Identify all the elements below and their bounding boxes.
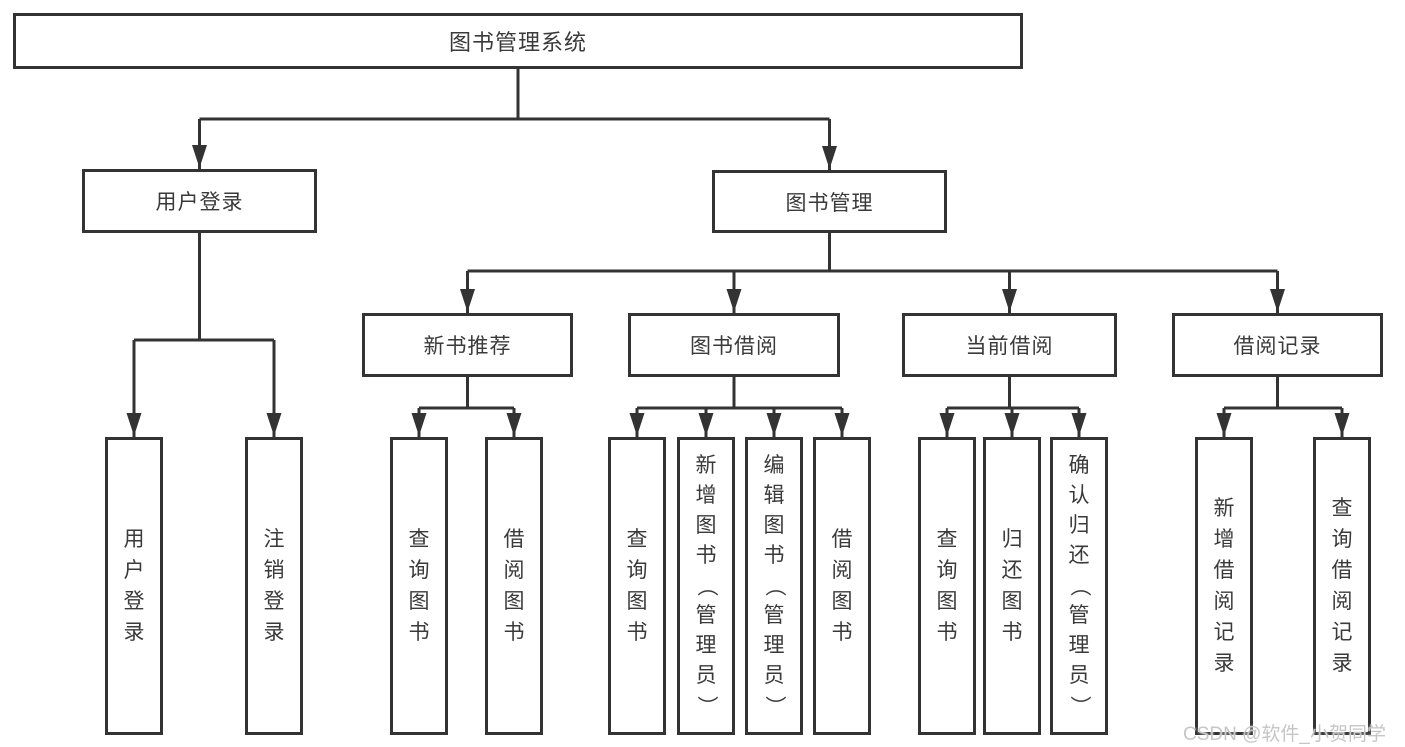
node-new-books: 新书推荐 [362, 313, 573, 377]
node-book-mgmt-label: 图书管理 [785, 191, 874, 215]
leaf-current-query-label: 查询图书 [936, 528, 958, 644]
leaf-borrow-borrow-label: 借阅图书 [831, 528, 853, 644]
leaf-borrow-edit-admin: 编辑图书（管理员） [745, 437, 803, 735]
node-root: 图书管理系统 [13, 13, 1023, 69]
leaf-logout-login-label: 注销登录 [263, 528, 285, 644]
leaf-borrow-query-label: 查询图书 [626, 528, 648, 644]
node-borrow-records: 借阅记录 [1172, 313, 1383, 377]
leaf-records-query-label: 查询借阅记录 [1331, 497, 1353, 675]
leaf-borrow-borrow: 借阅图书 [813, 437, 871, 735]
leaf-newbooks-borrow-label: 借阅图书 [503, 528, 525, 644]
leaf-user-login: 用户登录 [105, 437, 163, 735]
leaf-newbooks-query-label: 查询图书 [408, 528, 430, 644]
leaf-borrow-add-admin: 新增图书（管理员） [677, 437, 735, 735]
leaf-borrow-add-admin-label: 新增图书（管理员） [695, 454, 718, 717]
node-book-borrow-label: 图书借阅 [690, 335, 778, 358]
leaf-current-return: 归还图书 [983, 437, 1041, 735]
leaf-current-query: 查询图书 [918, 437, 976, 735]
leaf-current-return-label: 归还图书 [1001, 528, 1023, 644]
leaf-newbooks-query: 查询图书 [390, 437, 448, 735]
watermark: CSDN @软件_小贺同学 [1183, 724, 1386, 745]
leaf-records-add: 新增借阅记录 [1195, 437, 1253, 735]
leaf-records-query: 查询借阅记录 [1313, 437, 1371, 735]
leaf-current-confirm-admin-label: 确认归还（管理员） [1068, 454, 1091, 717]
leaf-borrow-query: 查询图书 [608, 437, 666, 735]
leaf-current-confirm-admin: 确认归还（管理员） [1050, 437, 1108, 735]
node-root-label: 图书管理系统 [448, 30, 587, 55]
node-current-borrow-label: 当前借阅 [965, 335, 1054, 358]
node-user-login-label: 用户登录 [155, 191, 244, 214]
node-current-borrow: 当前借阅 [902, 313, 1117, 377]
node-borrow-records-label: 借阅记录 [1233, 335, 1322, 358]
leaf-borrow-edit-admin-label: 编辑图书（管理员） [763, 454, 786, 717]
node-book-mgmt: 图书管理 [712, 170, 947, 233]
leaf-records-add-label: 新增借阅记录 [1213, 497, 1235, 675]
node-new-books-label: 新书推荐 [423, 335, 512, 358]
leaf-user-login-label: 用户登录 [123, 528, 145, 644]
node-book-borrow: 图书借阅 [628, 313, 840, 377]
node-user-login: 用户登录 [82, 169, 317, 233]
leaf-newbooks-borrow: 借阅图书 [485, 437, 543, 735]
leaf-logout-login: 注销登录 [245, 437, 303, 735]
